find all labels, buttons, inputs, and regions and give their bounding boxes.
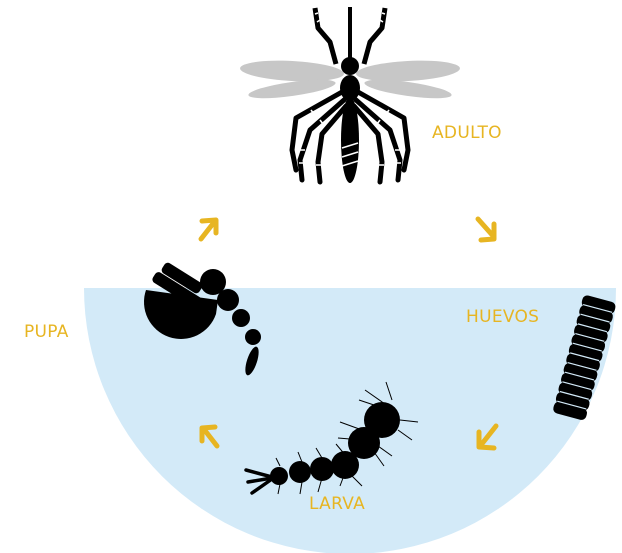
stage-label-pupa: PUPA xyxy=(24,322,69,342)
mosquito-icon xyxy=(240,7,461,183)
stage-label-adult: ADULTO xyxy=(432,123,502,143)
stage-label-larva: LARVA xyxy=(309,494,365,514)
arrow-adult-to-eggs xyxy=(478,219,494,240)
stage-label-eggs: HUEVOS xyxy=(466,307,539,327)
arrow-pupa-to-adult xyxy=(201,220,216,239)
